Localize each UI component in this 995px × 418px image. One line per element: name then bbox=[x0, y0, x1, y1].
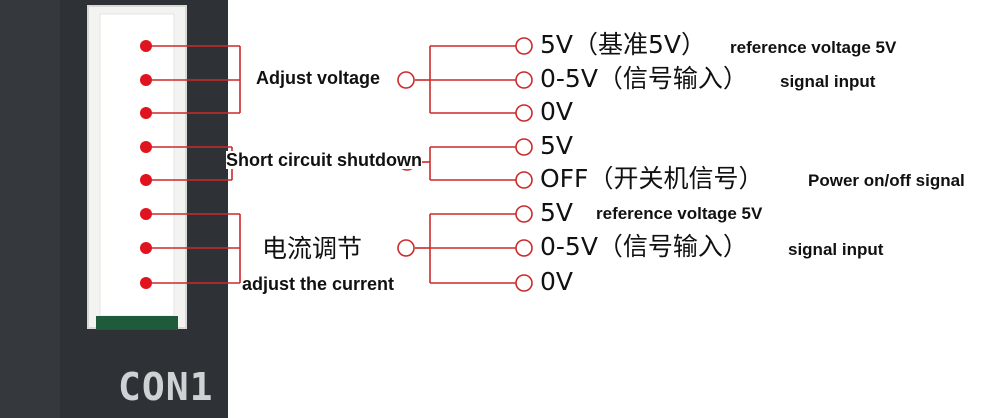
pin-4 bbox=[140, 141, 152, 153]
pin-6 bbox=[140, 208, 152, 220]
output-main-1-2: 0-5V（信号输入） bbox=[540, 64, 748, 93]
group-label-current-en: adjust the current bbox=[242, 274, 395, 294]
pin-7 bbox=[140, 242, 152, 254]
output-main-3-2: 0-5V（信号输入） bbox=[540, 232, 748, 261]
group-label-short-circuit: Short circuit shutdown bbox=[226, 150, 422, 170]
output-main-2-1: 5V bbox=[540, 131, 574, 160]
output-note-1-1: reference voltage 5V bbox=[730, 38, 897, 57]
terminal-3-1 bbox=[515, 205, 533, 223]
output-note-1-2: signal input bbox=[780, 72, 876, 91]
junction-voltage bbox=[397, 71, 415, 89]
pin-8 bbox=[140, 277, 152, 289]
terminal-2-1 bbox=[515, 138, 533, 156]
output-note-3-2: signal input bbox=[788, 240, 884, 259]
output-main-1-1: 5V（基准5V） bbox=[540, 30, 707, 59]
pin-5 bbox=[140, 174, 152, 186]
group-label-adjust-voltage: Adjust voltage bbox=[256, 68, 381, 88]
board-texture bbox=[0, 0, 60, 418]
output-main-3-1: 5V bbox=[540, 198, 574, 227]
junction-current bbox=[397, 239, 415, 257]
connector-inner-wall bbox=[99, 13, 175, 317]
terminal-2-2 bbox=[515, 171, 533, 189]
terminal-1-2 bbox=[515, 71, 533, 89]
pin-3 bbox=[140, 107, 152, 119]
terminal-1-1 bbox=[515, 37, 533, 55]
output-main-1-3: 0V bbox=[540, 97, 574, 126]
connector-base bbox=[96, 316, 178, 330]
pin-1 bbox=[140, 40, 152, 52]
output-main-2-2: OFF（开关机信号） bbox=[540, 164, 764, 193]
pin-2 bbox=[140, 74, 152, 86]
group-label-current-cn: 电流调节 bbox=[262, 234, 363, 263]
output-main-3-3: 0V bbox=[540, 267, 574, 296]
output-note-3-1: reference voltage 5V bbox=[596, 204, 763, 223]
terminal-3-2 bbox=[515, 239, 533, 257]
terminal-3-3 bbox=[515, 274, 533, 292]
connector-label: CON1 bbox=[118, 365, 214, 409]
terminal-1-3 bbox=[515, 104, 533, 122]
output-note-2-2: Power on/off signal bbox=[808, 171, 965, 190]
